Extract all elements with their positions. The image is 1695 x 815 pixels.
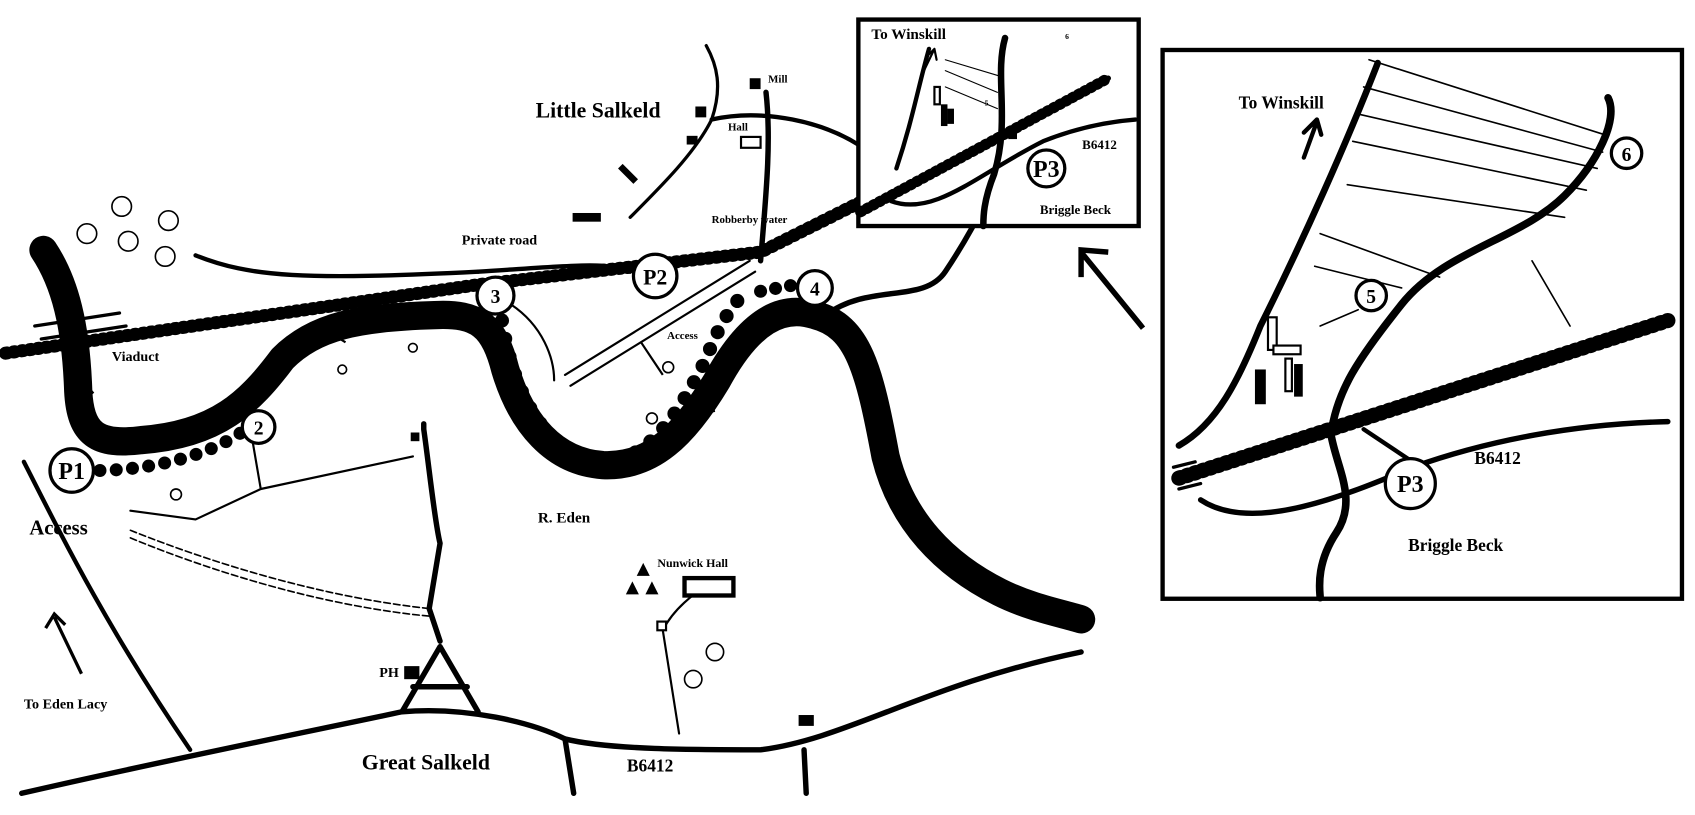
large-inset bbox=[1160, 47, 1685, 602]
arrow-to-inset bbox=[1078, 246, 1146, 330]
route-dot bbox=[559, 442, 574, 457]
large-inset-waypoint-5: 5 bbox=[1366, 287, 1376, 308]
route-dot bbox=[158, 456, 172, 470]
route-dot bbox=[523, 400, 538, 416]
small-inset-b6412: B6412 bbox=[1082, 137, 1117, 152]
label-to-eden-lacy: To Eden Lacy bbox=[24, 697, 107, 713]
route-dot bbox=[783, 279, 797, 293]
route-dot bbox=[109, 463, 123, 477]
route-dot bbox=[754, 284, 768, 298]
label-access: Access bbox=[29, 518, 87, 540]
direction-arrows bbox=[79, 328, 984, 572]
route-dot bbox=[189, 447, 203, 461]
large-inset-to-winskill: To Winskill bbox=[1239, 94, 1324, 113]
route-dot bbox=[710, 325, 725, 340]
conifer-icons bbox=[625, 562, 659, 595]
route-dot bbox=[643, 434, 658, 449]
route-dot bbox=[593, 455, 608, 470]
waypoint-3: 3 bbox=[491, 287, 501, 308]
route-dot bbox=[494, 313, 510, 328]
route-dot bbox=[719, 308, 734, 324]
buildings bbox=[404, 78, 814, 726]
waypoint-p1: P1 bbox=[58, 459, 85, 485]
label-b6412: B6412 bbox=[627, 757, 673, 776]
tree-icons bbox=[76, 195, 725, 689]
route-dot bbox=[533, 416, 548, 431]
waypoint-p2: P2 bbox=[643, 266, 667, 290]
route-dot bbox=[656, 421, 671, 436]
route-dot bbox=[611, 452, 626, 467]
large-inset-p3: P3 bbox=[1397, 472, 1424, 498]
route-dot bbox=[507, 367, 523, 382]
route-dot bbox=[702, 341, 718, 357]
arrow-to-eden-lacy bbox=[44, 611, 83, 675]
small-inset bbox=[855, 17, 1141, 230]
small-inset-waypoint-5: 5 bbox=[985, 98, 989, 107]
label-access-small: Access bbox=[667, 330, 698, 342]
waypoints bbox=[48, 252, 834, 494]
place-nunwick-hall: Nunwick Hall bbox=[657, 556, 728, 570]
route-dot bbox=[514, 384, 529, 399]
label-robberby-water: Robberby water bbox=[712, 214, 788, 226]
waypoint-4: 4 bbox=[810, 280, 820, 301]
small-inset-p3: P3 bbox=[1033, 157, 1060, 183]
place-pub: PH bbox=[379, 665, 399, 681]
route-dot bbox=[667, 406, 682, 421]
route-dot bbox=[93, 464, 107, 478]
route-dot bbox=[142, 459, 156, 473]
route-dot bbox=[204, 442, 218, 456]
waypoint-2: 2 bbox=[254, 419, 264, 440]
route-dot bbox=[125, 461, 139, 475]
route-dot bbox=[677, 391, 692, 406]
route-dot bbox=[219, 435, 233, 449]
place-great-salkeld: Great Salkeld bbox=[362, 750, 490, 774]
small-inset-briggle-beck: Briggle Beck bbox=[1040, 202, 1112, 217]
route-dot bbox=[173, 452, 187, 466]
route-dot bbox=[628, 445, 643, 460]
large-inset-briggle-beck: Briggle Beck bbox=[1408, 536, 1503, 555]
label-private-road: Private road bbox=[462, 232, 538, 248]
small-inset-to-winskill: To Winskill bbox=[871, 26, 946, 43]
label-river-eden: R. Eden bbox=[538, 510, 591, 527]
large-inset-waypoint-6: 6 bbox=[1622, 145, 1632, 166]
label-viaduct: Viaduct bbox=[112, 349, 160, 365]
place-mill: Mill bbox=[768, 74, 787, 86]
route-dot bbox=[769, 281, 783, 295]
route-dot bbox=[502, 349, 517, 364]
small-inset-waypoint-6: 6 bbox=[1065, 32, 1069, 41]
large-inset-b6412: B6412 bbox=[1474, 449, 1520, 468]
route-dot bbox=[545, 430, 560, 445]
route-dot bbox=[695, 358, 710, 373]
route-dot bbox=[575, 451, 590, 466]
viaduct bbox=[33, 311, 128, 341]
river-eden bbox=[29, 235, 1096, 634]
route-dot bbox=[498, 331, 513, 346]
place-hall: Hall bbox=[728, 121, 748, 133]
route-dot bbox=[730, 293, 745, 309]
route-dot bbox=[686, 375, 701, 390]
place-little-salkeld: Little Salkeld bbox=[536, 98, 661, 122]
